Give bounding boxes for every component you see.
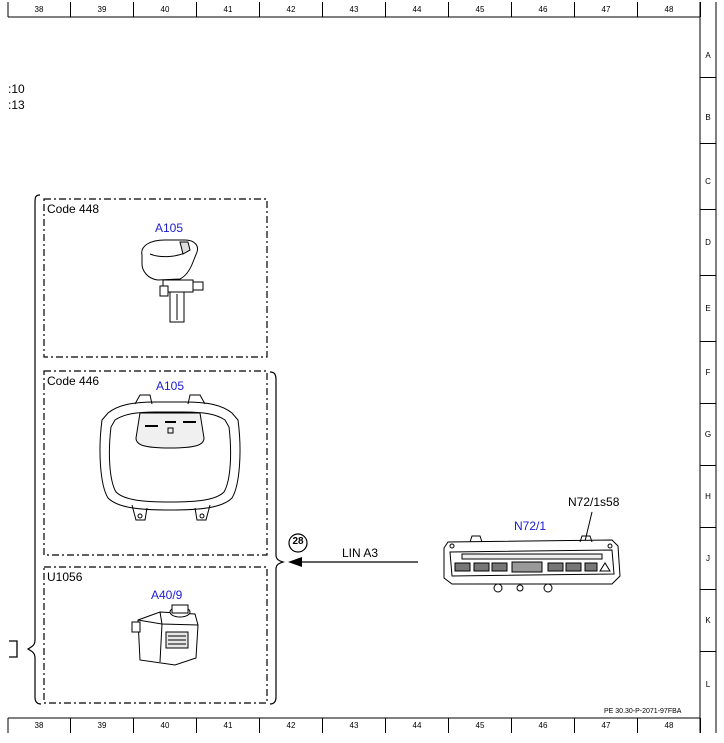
option-code-label: Code 446 <box>47 374 100 388</box>
component-label: A105 <box>155 221 184 235</box>
column-label: 40 <box>134 718 197 733</box>
option-box-code-446 <box>43 370 268 556</box>
option-code-label: Code 448 <box>47 202 100 216</box>
component-label: A40/9 <box>151 588 183 602</box>
row-label: F <box>700 342 716 404</box>
column-label: 43 <box>323 718 386 733</box>
column-label: 41 <box>197 718 260 733</box>
column-label: 45 <box>449 2 512 17</box>
column-label: 38 <box>8 2 71 17</box>
row-label: H <box>700 466 716 528</box>
switch-label: N72/1s58 <box>568 495 620 509</box>
margin-text: :10 <box>8 82 25 96</box>
column-label: 41 <box>197 2 260 17</box>
column-label: 47 <box>575 2 638 17</box>
column-label: 44 <box>386 2 449 17</box>
column-label: 42 <box>260 718 323 733</box>
document-reference: PE 30.30-P-2071-97FBA <box>604 708 682 715</box>
group-bracket-left <box>26 194 42 705</box>
row-label: A <box>700 17 716 78</box>
row-label: B <box>700 78 716 144</box>
column-label: 42 <box>260 2 323 17</box>
option-box-code-448 <box>43 198 268 358</box>
row-label: J <box>700 528 716 590</box>
component-label: A105 <box>156 379 185 393</box>
overhead-panel-drawing <box>99 394 241 521</box>
control-panel-drawing <box>443 535 621 593</box>
off-page-connector <box>9 640 18 658</box>
row-label: D <box>700 210 716 276</box>
connector-circle <box>288 533 308 553</box>
column-label: 39 <box>71 2 134 17</box>
column-header-bottom: 38 39 40 41 42 43 44 45 46 47 48 <box>8 718 701 733</box>
component-label: N72/1 <box>514 519 547 533</box>
column-label: 39 <box>71 718 134 733</box>
column-label: 45 <box>449 718 512 733</box>
row-label: C <box>700 144 716 210</box>
margin-text: :13 <box>8 98 25 112</box>
option-code-label: U1056 <box>47 570 83 584</box>
column-label: 40 <box>134 2 197 17</box>
row-label: L <box>705 680 711 689</box>
camera-module-drawing <box>131 604 199 666</box>
group-bracket-right <box>269 371 285 705</box>
row-label: G <box>700 404 716 466</box>
row-label: E <box>700 276 716 342</box>
column-label: 43 <box>323 2 386 17</box>
column-header-top: 38 39 40 41 42 43 44 45 46 47 48 <box>8 2 701 17</box>
lin-bus-arrowhead <box>288 557 302 567</box>
connector-number: 28 <box>292 536 304 547</box>
column-label: 46 <box>512 718 575 733</box>
bus-label: LIN A3 <box>342 546 379 560</box>
row-label: K <box>700 590 716 652</box>
column-label: 46 <box>512 2 575 17</box>
column-label: 44 <box>386 718 449 733</box>
column-label: 47 <box>575 718 638 733</box>
option-box-u1056 <box>43 566 268 704</box>
column-label: 38 <box>8 718 71 733</box>
selector-lever-drawing <box>141 239 204 323</box>
